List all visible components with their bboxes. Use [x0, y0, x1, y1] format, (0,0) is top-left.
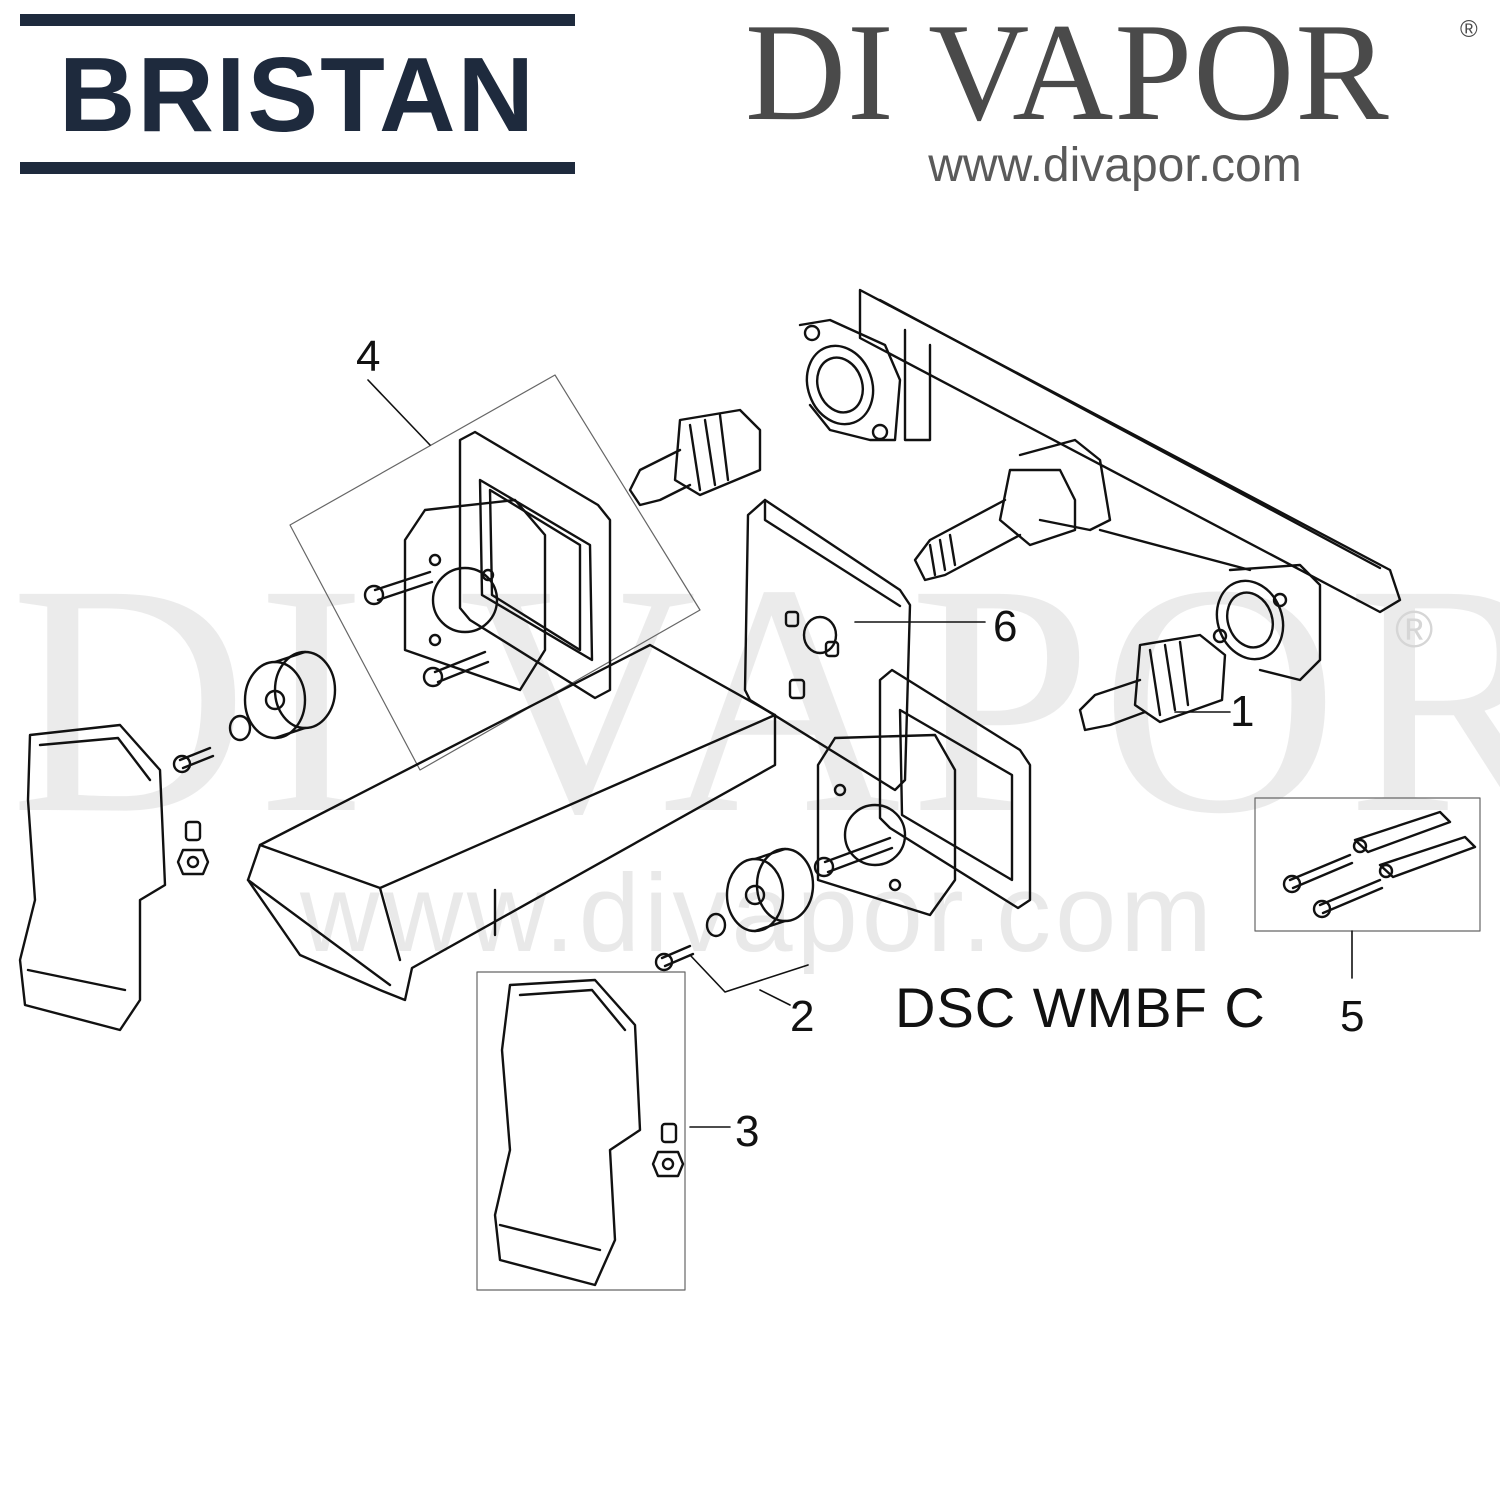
brand-logo: BRISTAN — [58, 36, 537, 154]
watermark-url: www.divapor.com — [300, 852, 1216, 975]
handle-left — [18, 723, 167, 1032]
wall-fixings-part-5 — [1282, 810, 1477, 919]
shroud-plate-right — [878, 668, 1032, 910]
extension-knob-left — [243, 650, 337, 740]
extension-knob-part-2 — [654, 847, 815, 1006]
callout-6: 6 — [993, 602, 1018, 651]
brand-rule-top — [20, 14, 575, 26]
brand-rule-bottom — [20, 162, 575, 174]
dealer-registered-mark: ® — [1460, 16, 1478, 43]
callout-1: 1 — [1230, 687, 1255, 736]
wall-body-manifold — [798, 288, 1402, 682]
kit-4-screws — [363, 570, 490, 688]
right-block-screw — [813, 836, 894, 878]
kit-3-frame — [476, 971, 686, 1291]
watermark-text: DI VAPOR — [10, 517, 1500, 882]
shroud-plate-kit-4 — [458, 430, 612, 700]
model-code: DSC WMBF C — [895, 976, 1266, 1039]
callout-4: 4 — [356, 332, 381, 381]
manifold-valve-spindle — [913, 468, 1077, 582]
cartridge-upper — [628, 408, 762, 507]
handle-part-3 — [493, 978, 731, 1287]
dealer-url: www.divapor.com — [928, 139, 1302, 192]
spout — [246, 643, 777, 1002]
callout-2: 2 — [790, 992, 815, 1041]
callout-3: 3 — [735, 1107, 760, 1156]
mounting-block-kit-4 — [403, 498, 547, 692]
backplate-part-6 — [743, 498, 912, 792]
handle-left-fixings — [172, 714, 252, 876]
mounting-block-right — [816, 733, 957, 917]
callout-5: 5 — [1340, 992, 1365, 1041]
watermark-registered-mark: ® — [1395, 601, 1434, 659]
callout-leaders — [854, 621, 1231, 713]
dealer-logo: DI VAPOR — [745, 0, 1390, 150]
kit-5-frame — [1254, 797, 1481, 979]
kit-4-frame — [289, 374, 701, 771]
cartridge-part-1 — [1078, 633, 1227, 732]
